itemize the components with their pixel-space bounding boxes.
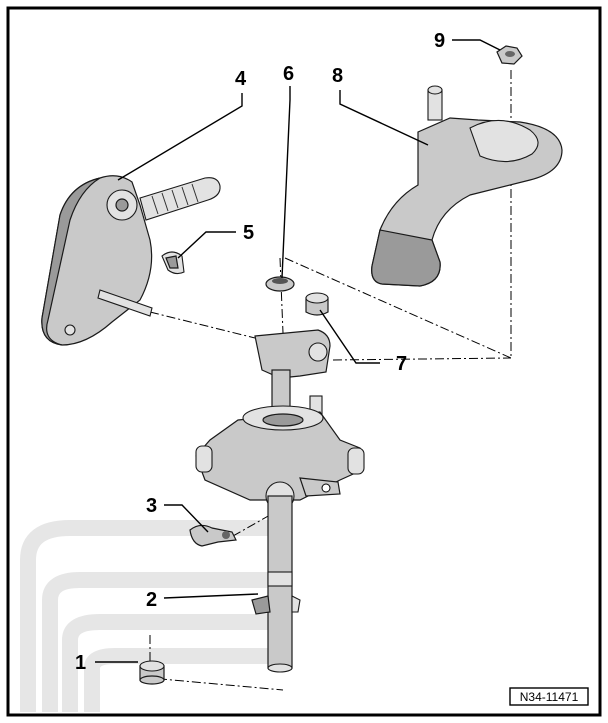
- callout-1: 1: [75, 652, 86, 674]
- shift-housing-assembly: [195, 329, 365, 673]
- part-7-bush: [305, 292, 329, 316]
- part-4-shift-bracket: [41, 175, 221, 346]
- reference-code-box: N34-11471: [509, 687, 589, 706]
- callout-labels: 1 2 3 4 5 6 7 8 9: [75, 30, 445, 674]
- callout-6: 6: [283, 63, 294, 85]
- callout-5: 5: [243, 222, 254, 244]
- background-watermark: [20, 520, 272, 712]
- callout-8: 8: [332, 65, 343, 87]
- callout-2: 2: [146, 589, 157, 611]
- part-1-bush: [139, 660, 165, 685]
- part-3-spring-clip: [189, 524, 237, 547]
- reference-code: N34-11471: [520, 690, 579, 704]
- part-6-collar-nut: [265, 276, 295, 292]
- callout-leader-lines: [95, 39, 501, 663]
- callout-7: 7: [396, 353, 407, 375]
- part-8-selector-lever: [371, 85, 563, 287]
- shift-spring: [139, 177, 221, 221]
- callout-3: 3: [146, 495, 157, 517]
- part-9-hex-nut: [496, 45, 523, 65]
- callout-4: 4: [235, 68, 247, 90]
- callout-9: 9: [434, 30, 445, 52]
